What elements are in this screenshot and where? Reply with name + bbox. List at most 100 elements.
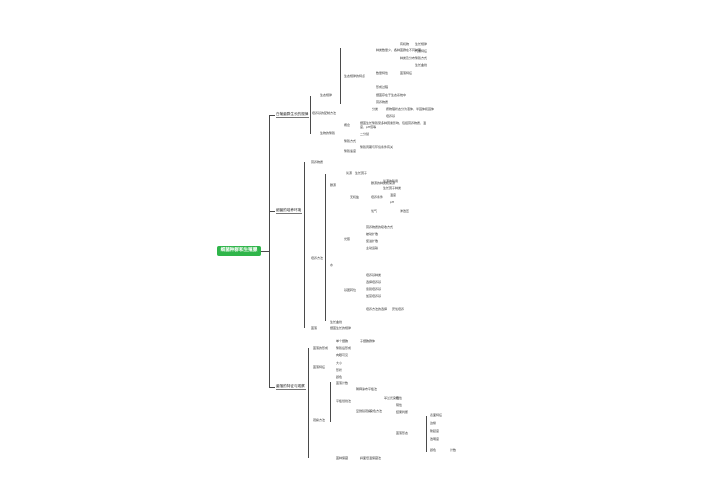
b3-l3-6[interactable]: 形状 xyxy=(336,368,343,372)
b3-l3-15[interactable]: 阴性 xyxy=(396,403,403,407)
b2-l3-23[interactable]: 加富培养基 xyxy=(366,294,382,298)
b2-l3-18[interactable]: 主动运输 xyxy=(366,246,379,250)
b3-l3-1[interactable]: 单个细胞 xyxy=(336,339,349,343)
b1-l5-5[interactable]: 繁殖方式 xyxy=(415,56,428,60)
b2-l3-25[interactable]: 厌氧培养 xyxy=(392,307,405,311)
b3-l3-18[interactable]: 斜面低温保藏法 xyxy=(360,456,382,460)
b1-l2a[interactable]: 生态规律 xyxy=(320,93,333,97)
b3-l3-8[interactable]: 菌落计数 xyxy=(336,381,349,385)
b1-l3-4[interactable]: 培养基 xyxy=(386,114,396,118)
b1-l5-6[interactable]: 生长曲线 xyxy=(415,63,428,67)
b3-l3-5[interactable]: 大小 xyxy=(336,361,343,365)
b3-l4-2[interactable]: 边缘 xyxy=(430,421,437,425)
b3-l4-1[interactable]: 表面特征 xyxy=(430,413,443,417)
b1-l4-2[interactable]: 数量特性 xyxy=(376,71,389,75)
b2-l3-11[interactable]: pH xyxy=(390,200,395,204)
b2-l3-4[interactable]: 生长因子 xyxy=(355,171,368,175)
b1-l4-1[interactable]: 种类数量少，各种菌群在不同时期 xyxy=(376,48,422,52)
branch-3-underline xyxy=(276,389,306,390)
b2-l2b[interactable]: 培养方法 xyxy=(311,256,324,260)
branch-2-label[interactable]: 细菌的培养环境 xyxy=(276,208,302,212)
b3-l2c-spine xyxy=(330,382,331,422)
b2-l3-7[interactable]: 氮源的利用 xyxy=(383,179,399,183)
b1-l3-3[interactable]: 按物理状态分为液体、半固体和固体 xyxy=(386,107,435,111)
b2-l3-15[interactable]: 营养物质的吸收方式 xyxy=(366,225,394,229)
b3-l3-13[interactable]: 革兰氏染色 xyxy=(384,396,400,400)
b2-l3-12[interactable]: 氧气 xyxy=(371,209,378,213)
b1-l2c[interactable]: 生物的繁殖 xyxy=(320,131,336,135)
b2-l3-9[interactable]: 培养条件 xyxy=(371,195,384,199)
b3-l4-5[interactable]: 颜色 xyxy=(430,448,437,452)
b2-l3-22[interactable]: 鉴别培养基 xyxy=(366,287,382,291)
b3-l2d[interactable]: 菌种保藏 xyxy=(336,456,349,460)
root-connector xyxy=(261,251,269,252)
b3-l3-14[interactable]: 阳性 xyxy=(396,396,403,400)
b1-l3-1[interactable]: 生态规律的特点 xyxy=(344,74,366,78)
b2-l3-8[interactable]: 生长因子种类 xyxy=(383,186,402,190)
b3-l3-11[interactable]: 显微镜观察 xyxy=(356,409,372,413)
b1-l3-5[interactable]: 概念 xyxy=(344,123,351,127)
b2-l3-20[interactable]: 培养基种类 xyxy=(366,273,382,277)
b2-l2a[interactable]: 营养物质 xyxy=(311,160,324,164)
b1-l3-7[interactable]: 繁殖方式 xyxy=(344,139,357,143)
b1-l4-3[interactable]: 形成过程 xyxy=(376,85,389,89)
branch-connector-3 xyxy=(269,387,275,388)
b1-l5-4[interactable]: 代谢特征 xyxy=(415,49,428,53)
b1-l2a-spine xyxy=(340,48,341,104)
b3-l3-2[interactable]: 繁殖后形成 xyxy=(336,346,352,350)
b1-l5-2[interactable]: 种类及分布 xyxy=(400,56,416,60)
b2-l3-5[interactable]: 水 xyxy=(330,263,334,267)
b1-l3-2[interactable]: 分类 xyxy=(372,107,379,111)
b2-l2d[interactable]: 细菌生长的规律 xyxy=(330,326,352,330)
b2-l3-19[interactable]: 基团转位 xyxy=(344,288,357,292)
branch-1-spine xyxy=(310,96,311,134)
b3-l3-10[interactable]: 稀释涂布平板法 xyxy=(356,387,378,391)
b2-l3-10[interactable]: 温度 xyxy=(390,193,397,197)
b3-l4-4[interactable]: 透明度 xyxy=(430,437,440,441)
b3-l4-3[interactable]: 隆起度 xyxy=(430,429,440,433)
b1-l3-6[interactable]: 细菌生长繁殖受多种因素影响，包括营养物质、温度、pH值等 xyxy=(360,121,427,129)
branch-connector-1 xyxy=(269,115,275,116)
b3-l2a[interactable]: 菌落的形成 xyxy=(313,346,329,350)
branch-2-underline xyxy=(276,213,302,214)
root-node[interactable]: 细菌种群和生殖腺 xyxy=(217,246,261,256)
b2-l3-14[interactable]: 光照 xyxy=(344,237,351,241)
b3-l3-9[interactable]: 平板划线法 xyxy=(336,399,352,403)
b3-l2c[interactable]: 观察方法 xyxy=(313,418,326,422)
b2-l3-2[interactable]: 氮源 xyxy=(346,171,353,175)
b2-l2e[interactable]: 菌落 xyxy=(311,326,318,330)
b1-l5-3[interactable]: 生长规律 xyxy=(415,42,428,46)
b1-l2b[interactable]: 培养基的配制方法 xyxy=(312,111,337,115)
b1-l3-8[interactable]: 二分裂 xyxy=(360,132,370,136)
b2-l3-3[interactable]: 无机盐 xyxy=(350,195,360,199)
b3-l2b[interactable]: 菌落特征 xyxy=(313,365,326,369)
b2-l3-24[interactable]: 培养方法的选择 xyxy=(366,307,388,311)
b3-l3-4[interactable]: 子细胞群体 xyxy=(360,339,376,343)
b1-l3-9[interactable]: 繁殖速度 xyxy=(344,149,357,153)
branch-1-label[interactable]: 白葡菌群生长的规律 xyxy=(276,112,309,116)
b2-l3-17[interactable]: 促进扩散 xyxy=(366,239,379,243)
b3-l3-17[interactable]: 菌落形态 xyxy=(396,431,409,435)
b2-l3-1[interactable]: 碳源 xyxy=(330,183,337,187)
root-trunk xyxy=(269,115,270,387)
branch-1-underline xyxy=(276,117,309,118)
branch-2-spine xyxy=(304,162,305,328)
b2-l3-6[interactable]: 碳源的种类和来源 xyxy=(371,181,396,185)
b1-l4-4[interactable]: 细菌存在于生态系统中 xyxy=(376,93,407,97)
b3-l3-3[interactable]: 肉眼可见 xyxy=(336,353,349,357)
b2-l3-13[interactable]: 渗透压 xyxy=(400,209,410,213)
b3-l3-7[interactable]: 颜色 xyxy=(336,375,343,379)
b3-l3-16[interactable]: 结果判断 xyxy=(396,410,409,414)
branch-3-label[interactable]: 菌落的特征与观察 xyxy=(276,384,305,388)
b1-l5-7[interactable]: 菌落特征 xyxy=(400,71,413,75)
b1-l4-5[interactable]: 营养物质 xyxy=(376,100,389,104)
b3-l4-spine xyxy=(426,416,427,452)
b1-l3-10[interactable]: 繁殖周期与环境条件有关 xyxy=(360,145,394,149)
b2-l3-16[interactable]: 被动扩散 xyxy=(366,232,379,236)
b3-l4-6[interactable]: 计数 xyxy=(450,448,457,452)
b3-l3-12[interactable]: 染色方法 xyxy=(370,409,383,413)
b1-l5-1[interactable]: 有机物 xyxy=(400,42,410,46)
b2-l3-21[interactable]: 选择培养基 xyxy=(366,280,382,284)
b2-l2c[interactable]: 生长曲线 xyxy=(330,320,343,324)
